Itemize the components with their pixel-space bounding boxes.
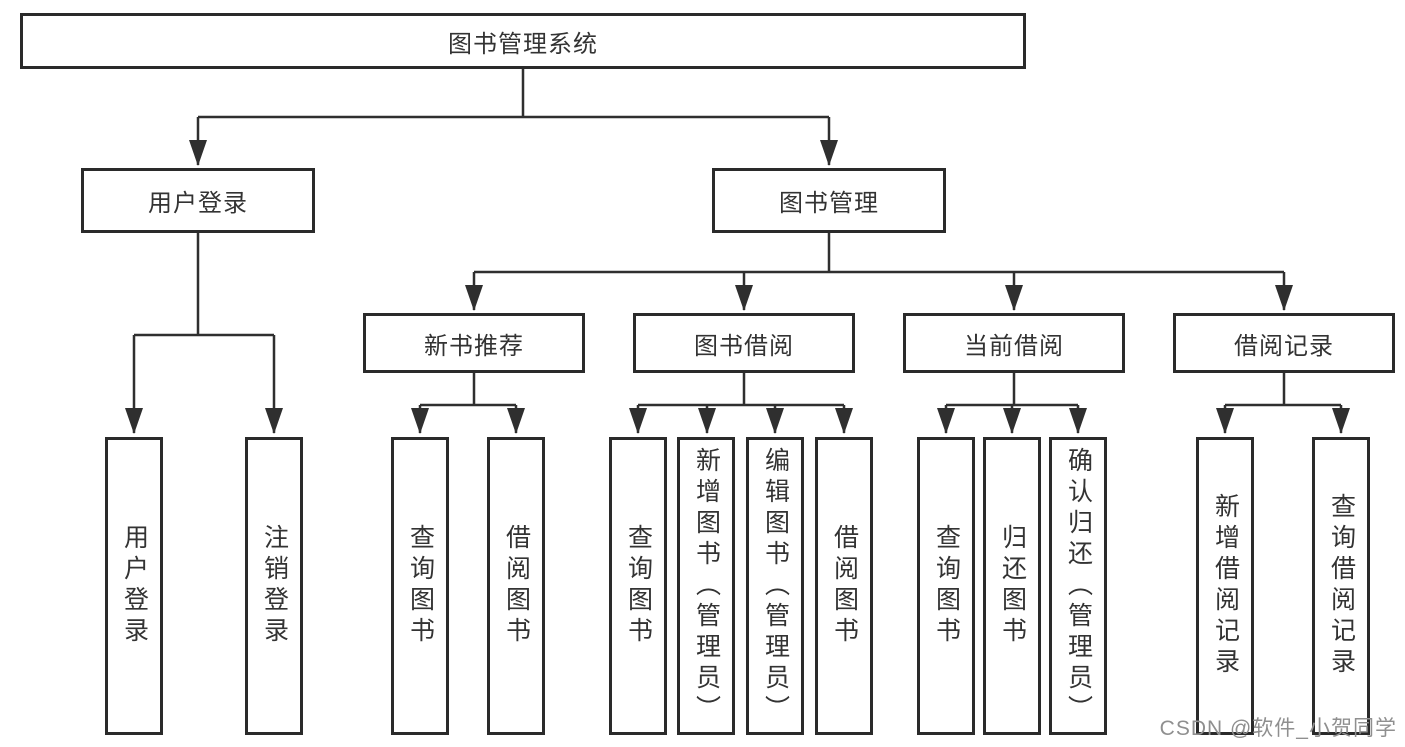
node-book-management: 图书管理 [712, 168, 946, 233]
node-label: 归还图书 [998, 524, 1027, 648]
node-label: 用户登录 [148, 190, 248, 217]
node-book-borrow: 图书借阅 [633, 313, 855, 373]
node-label: 用户登录 [120, 524, 149, 648]
leaf-logout: 注销登录 [245, 437, 303, 735]
node-label: 新增借阅记录 [1211, 493, 1240, 679]
node-label: 借阅图书 [830, 524, 859, 648]
csdn-watermark: CSDN @软件_小贺同学 [1159, 717, 1397, 740]
node-label: 查询图书 [406, 524, 435, 648]
leaf-recommend-query-books: 查询图书 [391, 437, 449, 735]
node-label: 查询图书 [932, 524, 961, 648]
leaf-borrow-query-books: 查询图书 [609, 437, 667, 735]
node-borrow-records: 借阅记录 [1173, 313, 1395, 373]
node-new-book-recommend: 新书推荐 [363, 313, 585, 373]
node-label: 图书管理系统 [448, 30, 598, 58]
leaf-user-login: 用户登录 [105, 437, 163, 735]
node-label: 当前借阅 [964, 332, 1064, 360]
leaf-return-books: 归还图书 [983, 437, 1041, 735]
leaf-edit-books-admin: 编辑图书（管理员） [746, 437, 804, 735]
leaf-borrow-books: 借阅图书 [815, 437, 873, 735]
node-label: 确认归还（管理员） [1064, 446, 1093, 726]
leaf-query-borrow-record: 查询借阅记录 [1312, 437, 1370, 735]
leaf-confirm-return-admin: 确认归还（管理员） [1049, 437, 1107, 735]
node-root-library-system: 图书管理系统 [20, 13, 1026, 69]
leaf-recommend-borrow-books: 借阅图书 [487, 437, 545, 735]
node-label: 新书推荐 [424, 332, 524, 360]
node-label: 查询图书 [624, 524, 653, 648]
node-label: 图书管理 [779, 190, 879, 217]
leaf-add-borrow-record: 新增借阅记录 [1196, 437, 1254, 735]
node-label: 注销登录 [260, 524, 289, 648]
node-label: 查询借阅记录 [1327, 493, 1356, 679]
node-label: 编辑图书（管理员） [761, 446, 790, 726]
node-current-borrow: 当前借阅 [903, 313, 1125, 373]
node-label: 新增图书（管理员） [692, 446, 721, 726]
node-label: 借阅记录 [1234, 332, 1334, 360]
node-label: 图书借阅 [694, 332, 794, 360]
leaf-add-books-admin: 新增图书（管理员） [677, 437, 735, 735]
leaf-current-query-books: 查询图书 [917, 437, 975, 735]
node-label: 借阅图书 [502, 524, 531, 648]
node-user-login: 用户登录 [81, 168, 315, 233]
